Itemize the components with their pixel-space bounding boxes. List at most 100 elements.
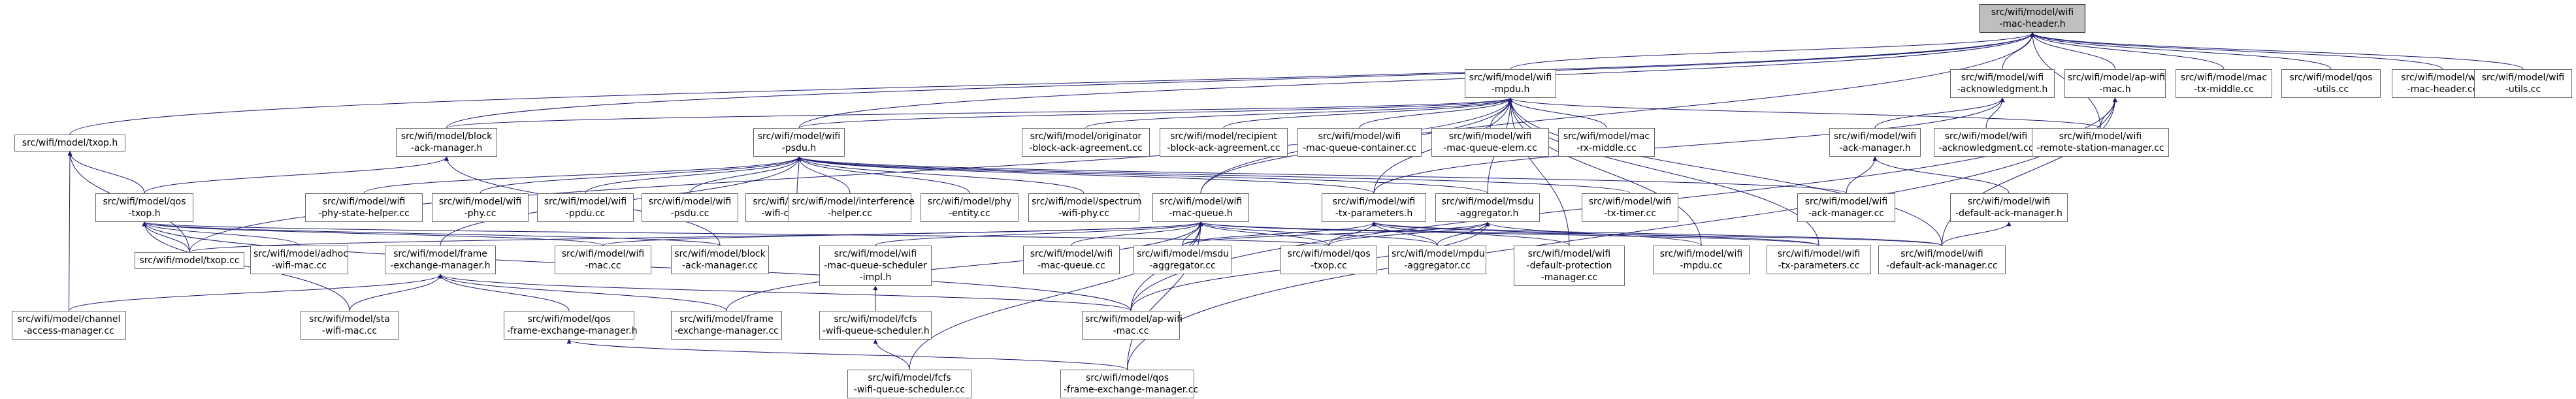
dependency-edge	[142, 221, 190, 253]
node-ap-wifi-mac-cc[interactable]: src/wifi/model/ap-wifi-mac.cc	[1082, 311, 1182, 340]
node-wifi-mac-queue-scheduler-impl-h[interactable]: src/wifi/model/wifi-mac-queue-scheduler-…	[819, 246, 932, 286]
dependency-edge	[1223, 97, 1513, 129]
dependency-edge	[1198, 221, 1819, 246]
node-wifi-ack-manager-cc[interactable]: src/wifi/model/wifi-ack-manager.cc	[1797, 193, 1895, 222]
node-wifi-tx-timer-cc[interactable]: src/wifi/model/wifi-tx-timer.cc	[1582, 193, 1678, 222]
node-mpdu-aggregator-cc[interactable]: src/wifi/model/mpdu-aggregator.cc	[1388, 246, 1486, 274]
node-frame-exchange-manager-h[interactable]: src/wifi/model/frame-exchange-manager.h	[385, 246, 496, 274]
dependency-edge	[142, 221, 350, 311]
dependency-edge	[2002, 32, 2035, 70]
dependency-edge	[796, 156, 851, 194]
node-mac-rx-middle-cc[interactable]: src/wifi/model/mac-rx-middle.cc	[1558, 128, 1655, 157]
node-wifi-phy-cc[interactable]: src/wifi/model/wifi-phy.cc	[432, 193, 529, 222]
dependency-edge	[1200, 32, 2035, 194]
node-txop-cc[interactable]: src/wifi/model/txop.cc	[135, 252, 244, 269]
node-recipient-block-ack-agreement-cc[interactable]: src/wifi/model/recipient-block-ack-agree…	[1160, 128, 1288, 157]
dependency-edge	[796, 156, 1631, 194]
dependency-edge	[875, 221, 1203, 246]
dependency-edge	[798, 97, 1513, 129]
node-wifi-default-ack-manager-h[interactable]: src/wifi/model/wifi-default-ack-manager.…	[1950, 193, 2068, 222]
node-wifi-acknowledgment-h[interactable]: src/wifi/model/wifi-acknowledgment.h	[1950, 69, 2055, 98]
dependency-edge	[438, 274, 570, 311]
node-originator-block-ack-agreement-cc[interactable]: src/wifi/model/originator-block-ack-agre…	[1022, 128, 1150, 157]
dependency-edge	[142, 221, 300, 246]
dependency-edge	[2030, 32, 2332, 70]
dependency-edge	[67, 151, 73, 311]
dependency-edge	[585, 156, 802, 194]
dependency-edge	[1508, 97, 2101, 129]
dependency-edge	[1874, 97, 2005, 129]
node-wifi-mpdu-cc[interactable]: src/wifi/model/wifi-mpdu.cc	[1653, 246, 1750, 274]
dependency-edge	[363, 156, 802, 194]
node-wifi-ppdu-cc[interactable]: src/wifi/model/wifi-ppdu.cc	[537, 193, 634, 222]
node-wifi-ack-manager-h[interactable]: src/wifi/model/wifi-ack-manager.h	[1829, 128, 1921, 157]
node-block-ack-manager-h[interactable]: src/wifi/model/block-ack-manager.h	[396, 128, 497, 157]
dependency-edge	[566, 339, 1128, 370]
node-wifi-mac-cc[interactable]: src/wifi/model/wifi-mac.cc	[555, 246, 651, 274]
node-wifi-mac-header-h[interactable]: src/wifi/model/wifi-mac-header.h	[1980, 4, 2085, 33]
node-interference-helper-cc[interactable]: src/wifi/model/interference-helper.cc	[789, 193, 915, 222]
dependency-edge	[1510, 32, 2035, 70]
node-mac-tx-middle-cc[interactable]: src/wifi/model/mac-tx-middle.cc	[2176, 69, 2272, 98]
node-txop-h[interactable]: src/wifi/model/txop.h	[14, 135, 125, 152]
node-spectrum-wifi-phy-cc[interactable]: src/wifi/model/spectrum-wifi-phy.cc	[1028, 193, 1142, 222]
dependency-edge	[1071, 221, 1203, 246]
node-wifi-default-protection-manager-cc[interactable]: src/wifi/model/wifi-default-protection-m…	[1514, 246, 1625, 286]
dependency-edge	[1508, 97, 1702, 246]
node-qos-txop-h[interactable]: src/wifi/model/qos-txop.h	[95, 193, 193, 222]
dependency-edge	[1182, 221, 1377, 246]
node-msdu-aggregator-h[interactable]: src/wifi/model/msdu-aggregator.h	[1435, 193, 1540, 222]
dependency-edge	[69, 274, 443, 311]
dependency-edge	[2030, 32, 2443, 70]
node-wifi-tx-parameters-cc[interactable]: src/wifi/model/wifi-tx-parameters.cc	[1767, 246, 1871, 274]
node-wifi-tx-parameters-h[interactable]: src/wifi/model/wifi-tx-parameters.h	[1322, 193, 1426, 222]
dependency-edge	[796, 156, 1084, 194]
dependency-edge	[909, 221, 1203, 370]
dependency-edge	[1437, 221, 1490, 246]
node-msdu-aggregator-cc[interactable]: src/wifi/model/msdu-aggregator.cc	[1133, 246, 1231, 274]
dependency-edge	[2030, 32, 2524, 70]
node-wifi-phy-state-helper-cc[interactable]: src/wifi/model/wifi-phy-state-helper.cc	[305, 193, 423, 222]
node-sta-wifi-mac-cc[interactable]: src/wifi/model/sta-wifi-mac.cc	[301, 311, 399, 340]
node-ap-wifi-mac-h[interactable]: src/wifi/model/ap-wifi-mac.h	[2064, 69, 2166, 98]
node-fcfs-wifi-queue-scheduler-h[interactable]: src/wifi/model/fcfs-wifi-queue-scheduler…	[819, 311, 932, 340]
node-wifi-remote-station-manager-cc[interactable]: src/wifi/model/wifi-remote-station-manag…	[2032, 128, 2169, 157]
node-qos-txop-cc[interactable]: src/wifi/model/qos-txop.cc	[1280, 246, 1377, 274]
node-wifi-mpdu-h[interactable]: src/wifi/model/wifi-mpdu.h	[1465, 69, 1556, 98]
dependency-edge	[2030, 32, 2225, 70]
dependency-edge	[349, 274, 443, 311]
node-adhoc-wifi-mac-cc[interactable]: src/wifi/model/adhoc-wifi-mac.cc	[250, 246, 348, 274]
dependency-edge	[1373, 97, 2005, 194]
dependency-edge	[1182, 221, 1490, 246]
node-phy-entity-cc[interactable]: src/wifi/model/phy-entity.cc	[921, 193, 1019, 222]
dependency-edge	[1085, 97, 1513, 129]
node-fcfs-wifi-queue-scheduler-cc[interactable]: src/wifi/model/fcfs-wifi-queue-scheduler…	[847, 370, 971, 398]
dependency-edge	[142, 221, 604, 246]
node-qos-frame-exchange-manager-cc[interactable]: src/wifi/model/qos-frame-exchange-manage…	[1060, 370, 1198, 398]
node-wifi-mac-queue-h[interactable]: src/wifi/model/wifi-mac-queue.h	[1152, 193, 1249, 222]
dependency-edge	[1508, 97, 1819, 246]
dependency-edge	[69, 32, 2035, 135]
dependency-edge	[1942, 221, 2012, 246]
node-wifi-psdu-h[interactable]: src/wifi/model/wifi-psdu.h	[753, 128, 845, 157]
dependency-edge	[1198, 221, 1942, 246]
node-wifi-psdu-cc[interactable]: src/wifi/model/wifi-psdu.cc	[642, 193, 738, 222]
dependency-edge	[798, 32, 2035, 129]
dependency-edge	[438, 274, 1132, 311]
node-wifi-default-ack-manager-cc[interactable]: src/wifi/model/wifi-default-ack-manager.…	[1878, 246, 2006, 274]
node-channel-access-manager-cc[interactable]: src/wifi/model/channel-access-manager.cc	[12, 311, 126, 340]
dependency-edge	[446, 97, 1513, 129]
node-block-ack-manager-cc[interactable]: src/wifi/model/block-ack-manager.cc	[671, 246, 769, 274]
node-wifi-utils-cc[interactable]: src/wifi/model/wifi-utils.cc	[2474, 69, 2572, 98]
node-wifi-mac-queue-container-cc[interactable]: src/wifi/model/wifi-mac-queue-container.…	[1297, 128, 1422, 157]
node-qos-utils-cc[interactable]: src/wifi/model/qos-utils.cc	[2281, 69, 2381, 98]
node-wifi-mac-queue-elem-cc[interactable]: src/wifi/model/wifi-mac-queue-elem.cc	[1431, 128, 1549, 157]
node-wifi-mac-queue-cc[interactable]: src/wifi/model/wifi-mac-queue.cc	[1023, 246, 1120, 274]
node-qos-frame-exchange-manager-h[interactable]: src/wifi/model/qos-frame-exchange-manage…	[504, 311, 638, 340]
dependency-edge	[1198, 221, 1329, 246]
node-wifi-acknowledgment-cc[interactable]: src/wifi/model/wifi-acknowledgment.cc	[1934, 128, 2038, 157]
node-frame-exchange-manager-cc[interactable]: src/wifi/model/frame-exchange-manager.cc	[671, 311, 782, 340]
dependency-edge	[480, 156, 802, 194]
dependency-edge	[796, 156, 1847, 194]
